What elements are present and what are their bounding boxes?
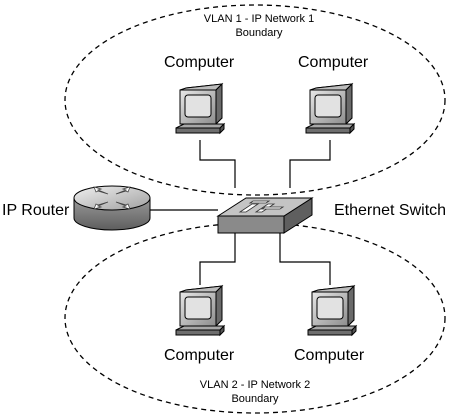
link-top-right [289, 140, 331, 188]
computer-label-bottom-right: Computer [294, 347, 365, 364]
switch-label: Ethernet Switch [334, 202, 447, 219]
computer-icon [175, 83, 225, 134]
computer-label-top-left: Computer [164, 54, 235, 71]
computer-label-top-right: Computer [298, 54, 369, 71]
vlan1-subtitle: Boundary [235, 27, 283, 39]
computer-icon [307, 285, 357, 336]
computer-icon [175, 285, 225, 336]
computer-label-bottom-left: Computer [164, 347, 235, 364]
link-bottom-left [199, 232, 236, 285]
switch-icon [216, 197, 314, 234]
vlan1-boundary [64, 4, 446, 196]
router-label: IP Router [2, 202, 70, 219]
link-bottom-right [279, 232, 331, 285]
router-icon [73, 185, 151, 231]
vlan2-title: VLAN 2 - IP Network 2 [199, 379, 311, 391]
computer-icon [305, 83, 355, 134]
vlan2-boundary [64, 222, 446, 414]
connection-lines [150, 140, 331, 285]
link-top-left [199, 140, 236, 188]
vlan1-title: VLAN 1 - IP Network 1 [203, 13, 315, 25]
vlan2-subtitle: Boundary [231, 393, 279, 405]
